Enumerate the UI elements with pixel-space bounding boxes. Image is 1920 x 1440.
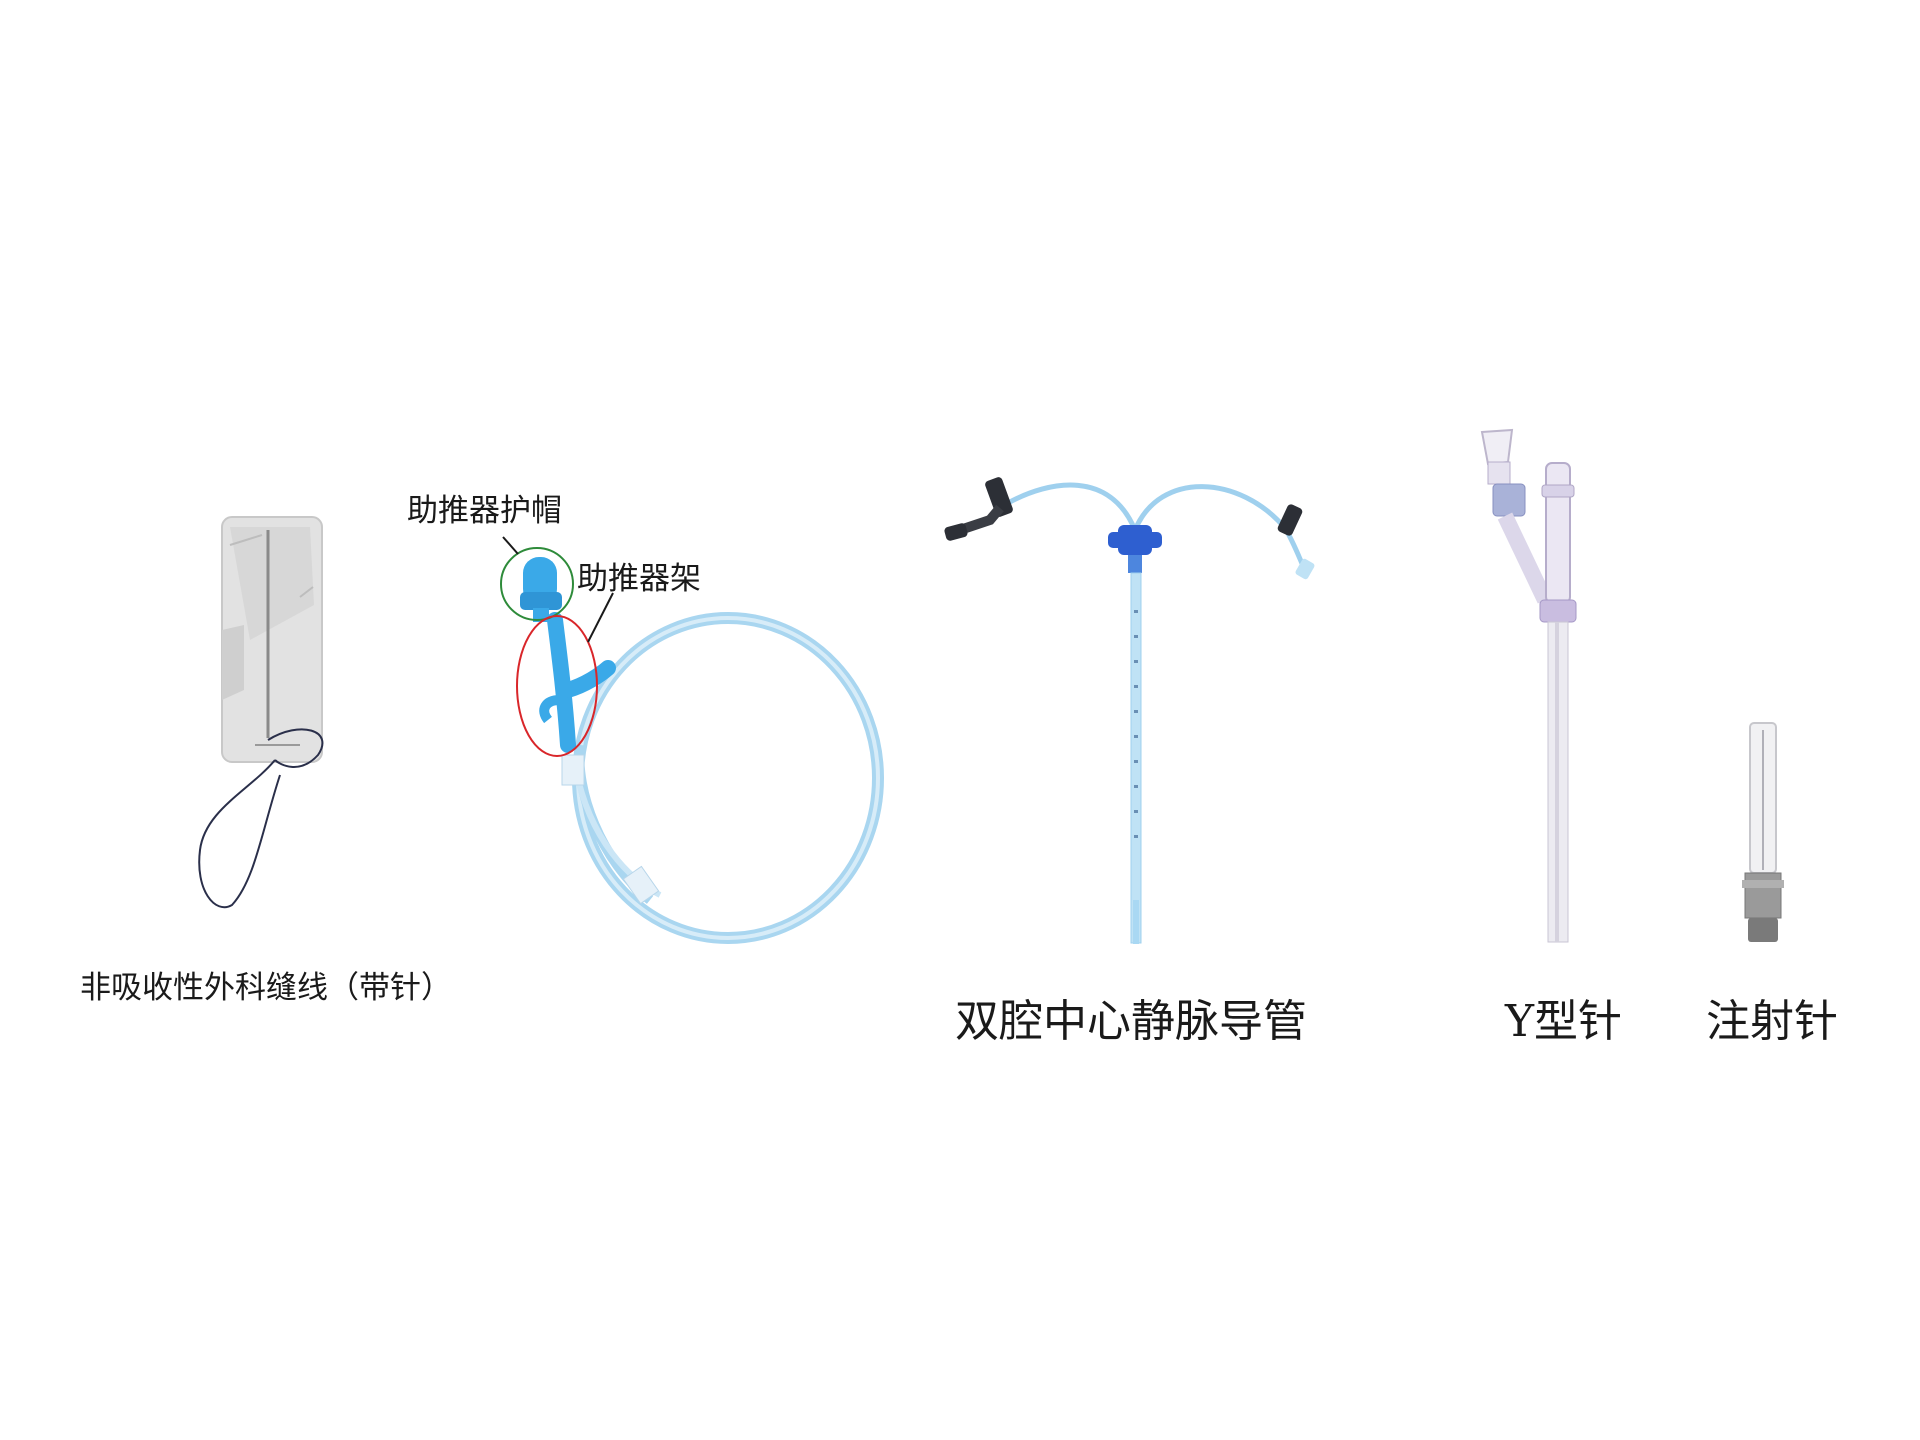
pusher-frame-leader	[587, 592, 614, 643]
catheter-label: 双腔中心静脉导管	[955, 996, 1307, 1047]
pusher-frame-highlight	[516, 615, 598, 757]
pusher-cap-leader	[502, 536, 519, 555]
pusher-cap-highlight	[500, 547, 574, 621]
suture-pack-illustration	[198, 516, 324, 908]
syringe-needle-illustration	[1742, 722, 1784, 942]
pusher-catheter-illustration	[520, 557, 884, 944]
y-needle-illustration	[1480, 428, 1577, 943]
y-needle-label: Y型针	[1505, 996, 1623, 1047]
pusher-cap-label: 助推器护帽	[407, 493, 562, 529]
syringe-needle-label: 注射针	[1706, 996, 1838, 1047]
pusher-frame-label: 助推器架	[577, 561, 701, 597]
suture-label: 非吸收性外科缝线（带针）	[80, 970, 452, 1006]
dual-lumen-catheter-illustration	[944, 477, 1315, 944]
